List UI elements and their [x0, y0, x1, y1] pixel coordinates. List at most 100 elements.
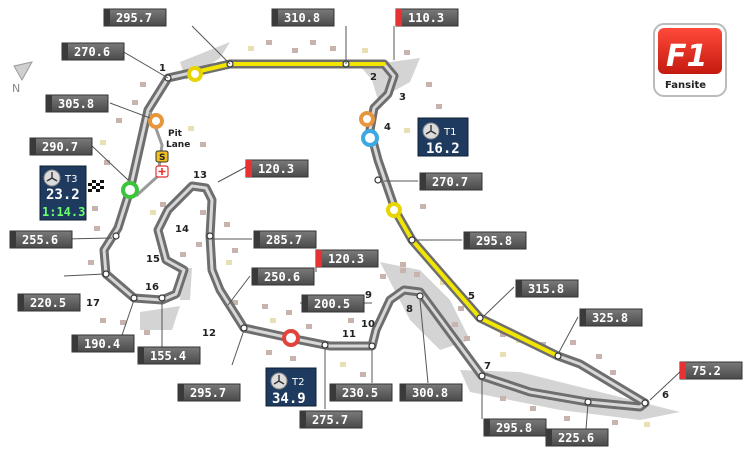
marshal-post	[380, 274, 386, 279]
marshal-post	[564, 416, 570, 421]
drs-zone-1	[194, 62, 386, 74]
marshal-post	[104, 160, 110, 165]
speed-label-tab	[138, 347, 144, 364]
runoff-area	[140, 306, 180, 330]
turn-6-number: 6	[662, 390, 669, 401]
marshal-post	[92, 206, 98, 211]
speed-value: 225.6	[558, 431, 594, 445]
marshal-post	[94, 226, 100, 231]
marshal-post	[116, 118, 122, 123]
turn-12-number: 12	[202, 328, 216, 339]
sector-2-label: T2	[291, 377, 304, 388]
marshal-post	[266, 40, 272, 45]
marshal-post	[292, 48, 298, 53]
sector-1-marker	[361, 129, 379, 147]
speed-label: 275.7	[299, 410, 363, 429]
speed-label: 295.7	[177, 383, 241, 402]
speed-label-tab	[246, 160, 252, 177]
sector-1-label: T1	[443, 127, 456, 138]
speed-point	[416, 292, 424, 300]
leader-lines	[63, 25, 683, 430]
compass-icon: N	[12, 61, 33, 95]
speed-label: 110.3	[395, 8, 459, 27]
pit-s-badge	[155, 150, 169, 163]
speed-trap-marker	[148, 113, 164, 129]
marshal-post	[330, 46, 336, 51]
speed-label-tab	[62, 43, 68, 60]
speed-value: 155.4	[150, 349, 186, 363]
marshal-post	[144, 330, 150, 335]
speed-label-tab	[272, 9, 278, 26]
turn-16-number: 16	[145, 282, 159, 293]
turn-4-number: 4	[384, 122, 391, 133]
turn-13-number: 13	[193, 170, 207, 181]
speed-label-tab	[302, 295, 308, 312]
marshal-post	[200, 210, 206, 215]
sector-3-marker	[121, 181, 139, 199]
speed-label: 295.8	[483, 418, 547, 437]
sector-3-box: T3 23.2 1:14.3	[39, 165, 87, 221]
turn-17-number: 17	[86, 298, 100, 309]
marshal-post	[188, 126, 194, 131]
marshal-post	[458, 306, 464, 311]
sector-1-box: T1 16.2	[417, 117, 469, 157]
speed-point	[641, 399, 649, 407]
turn-10-number: 10	[361, 319, 375, 330]
speed-value: 110.3	[408, 11, 444, 25]
speed-label: 120.3	[315, 249, 379, 268]
speed-value: 295.7	[190, 386, 226, 400]
marshal-post	[266, 350, 272, 355]
speed-value: 315.8	[528, 282, 564, 296]
speed-trap-marker	[187, 66, 203, 82]
marshal-post	[140, 82, 146, 87]
marshal-post	[100, 318, 106, 323]
marshal-post	[306, 324, 312, 329]
speed-label-tab	[104, 9, 110, 26]
turn-3-number: 3	[399, 92, 406, 103]
speed-label: 75.2	[679, 361, 743, 380]
speed-label-tab	[484, 419, 490, 436]
speed-label: 255.6	[9, 230, 73, 249]
marshal-post	[500, 332, 506, 337]
speed-label: 295.7	[103, 8, 167, 27]
speed-point	[112, 232, 120, 240]
marshal-post	[436, 104, 442, 109]
marshal-post	[404, 128, 410, 133]
marshal-post	[420, 204, 426, 209]
marshal-post	[440, 280, 446, 285]
speed-value: 75.2	[692, 364, 721, 378]
speed-point	[368, 342, 376, 350]
speed-label: 225.6	[545, 428, 609, 447]
speed-label-tab	[18, 294, 24, 311]
speed-label-tab	[30, 138, 36, 155]
speed-label-tab	[10, 231, 16, 248]
marshal-post	[400, 262, 406, 267]
mercedes-star-icon	[273, 375, 285, 385]
turn-15-number: 15	[146, 254, 160, 265]
marshal-post	[400, 268, 406, 273]
pit-lane-label: Pit	[168, 129, 183, 139]
turn-numbers: 1 2 3 4 5 6 7 8 9 10 11 12 13 14 15 16 1…	[86, 63, 669, 401]
speed-label-tab	[420, 173, 426, 190]
track-markers	[121, 66, 402, 347]
speed-label: 325.8	[579, 308, 643, 327]
speed-point	[206, 232, 214, 240]
turn-7-number: 7	[484, 361, 491, 372]
speed-label: 300.8	[399, 383, 463, 402]
speed-label: 290.7	[29, 137, 93, 156]
speed-value: 250.6	[264, 270, 300, 284]
speed-value: 300.8	[412, 386, 448, 400]
turn-11-number: 11	[342, 329, 356, 340]
speed-label: 310.8	[271, 8, 335, 27]
turn-1-number: 1	[159, 63, 166, 74]
marshal-post	[464, 336, 470, 341]
marshal-post	[310, 40, 316, 45]
marshal-post	[248, 46, 254, 51]
track-centerline	[102, 62, 647, 409]
drs-zones	[194, 62, 560, 358]
speed-point	[321, 341, 329, 349]
speed-value: 120.3	[258, 162, 294, 176]
speed-value: 200.5	[314, 297, 350, 311]
speed-label-tab	[178, 384, 184, 401]
